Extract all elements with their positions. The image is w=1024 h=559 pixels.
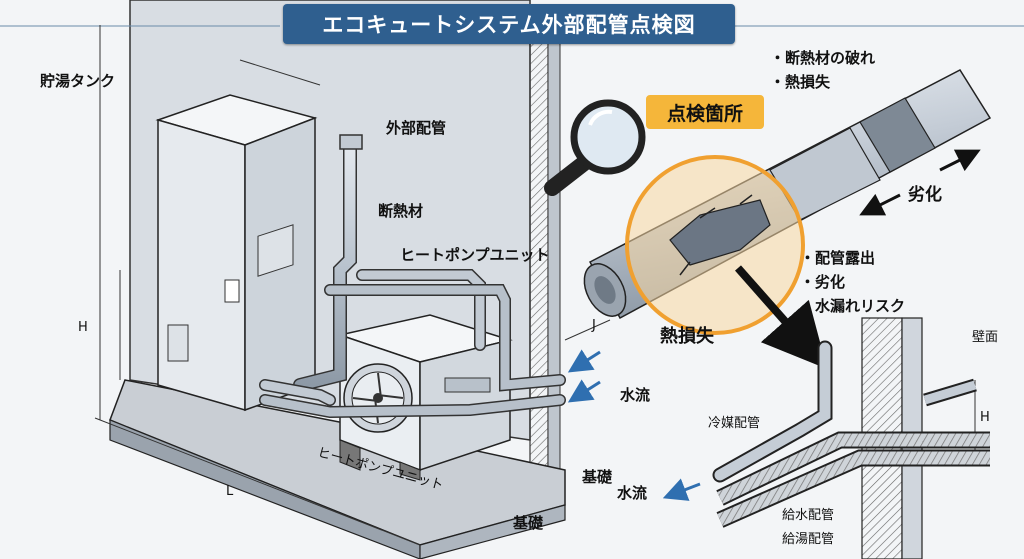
label-water-flow: 水流: [620, 386, 651, 404]
label-foundation-2: 基礎: [513, 514, 544, 532]
dimension-L: L: [226, 484, 234, 499]
dimension-H: H: [78, 320, 88, 335]
label-tank: 貯湯タンク: [40, 72, 116, 90]
bullet-item: 劣化: [800, 270, 905, 294]
label-external-piping: 外部配管: [386, 119, 447, 137]
bullet-item: 断熱材の破れ: [770, 46, 875, 70]
label-water-flow-2: 水流: [617, 484, 648, 502]
wall-penetration-detail: [712, 317, 990, 559]
label-water-supply-pipe: 給水配管: [782, 508, 835, 523]
bullet-item: 水漏れリスク: [800, 294, 905, 318]
label-hot-water-pipe: 給湯配管: [782, 532, 835, 547]
label-refrigerant-pipe: 冷媒配管: [708, 416, 761, 431]
bullet-list-top: 断熱材の破れ 熱損失: [770, 46, 875, 94]
label-foundation: 基礎: [582, 468, 613, 486]
label-wall: 壁面: [972, 330, 999, 345]
diagram-title: エコキュートシステム外部配管点検図: [283, 4, 735, 44]
water-flow-arrows: [567, 349, 701, 501]
torn-insulation: [669, 194, 771, 276]
bullet-item: 熱損失: [770, 70, 875, 94]
pointer-arrows: [735, 149, 981, 369]
dimension-lines: [94, 25, 976, 546]
external-piping: [259, 134, 566, 419]
label-insulation: 断熱材: [378, 202, 424, 220]
inspection-point-badge: 点検箇所: [646, 95, 764, 129]
bullet-item: 配管露出: [800, 246, 905, 270]
dimension-H-right: H: [980, 410, 990, 425]
magnifier-icon: [544, 99, 646, 196]
dimension-J: J: [592, 318, 596, 333]
label-deterioration: 劣化: [908, 185, 942, 205]
label-heat-pump-unit: ヒートポンプユニット: [400, 246, 550, 264]
label-heat-loss: 熱損失: [660, 326, 714, 347]
bullet-list-mid: 配管露出 劣化 水漏れリスク: [800, 246, 905, 318]
hot-water-tank: [155, 94, 318, 412]
